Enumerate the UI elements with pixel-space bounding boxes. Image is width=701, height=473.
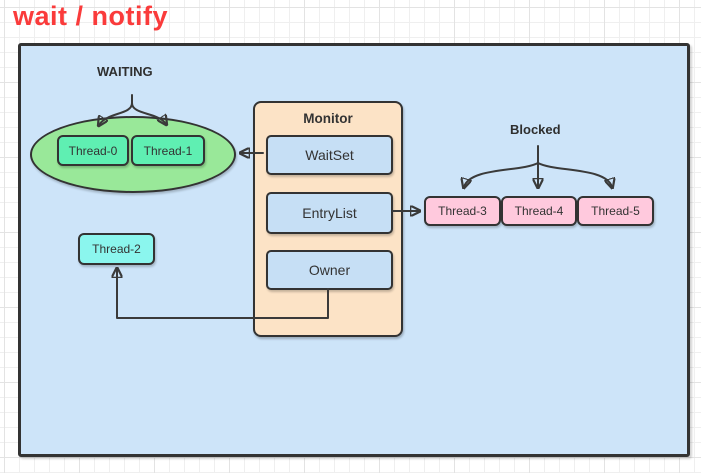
node-thread-4[interactable]: Thread-4: [501, 196, 577, 226]
node-thread-1[interactable]: Thread-1: [131, 135, 205, 166]
monitor-slot-entrylist[interactable]: EntryList: [266, 192, 393, 234]
blocked-label: Blocked: [510, 122, 561, 137]
node-thread-2[interactable]: Thread-2: [78, 233, 155, 265]
page-title: wait / notify: [13, 1, 168, 31]
monitor-slot-owner[interactable]: Owner: [266, 250, 393, 290]
monitor-slot-waitset[interactable]: WaitSet: [266, 135, 393, 175]
waiting-label: WAITING: [97, 64, 153, 79]
node-thread-5[interactable]: Thread-5: [577, 196, 654, 226]
monitor-title: Monitor: [303, 111, 353, 126]
node-thread-0[interactable]: Thread-0: [57, 135, 129, 166]
node-thread-3[interactable]: Thread-3: [424, 196, 501, 226]
monitor-container[interactable]: Monitor WaitSet EntryList Owner: [253, 101, 403, 337]
